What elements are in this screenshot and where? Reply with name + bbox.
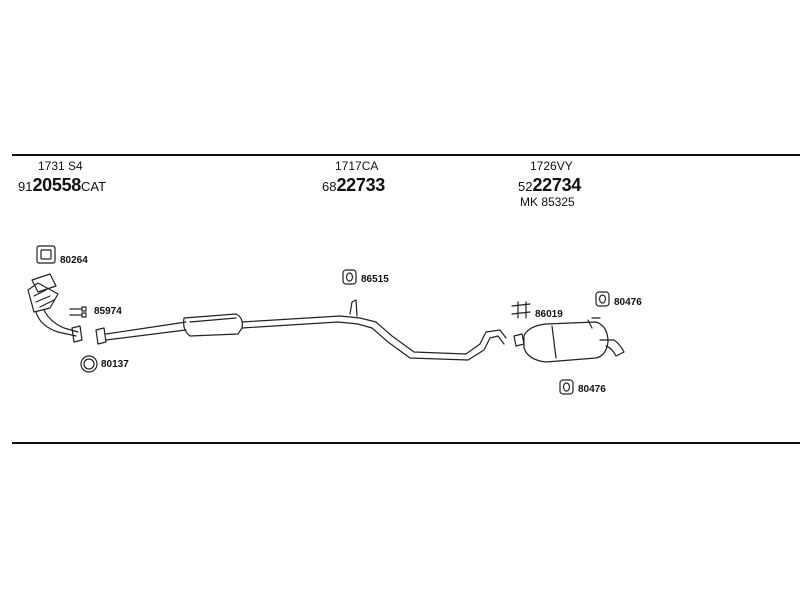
rear-silencer-icon (523, 317, 625, 363)
top-rule (12, 154, 800, 156)
group1-suffix: CAT (81, 179, 107, 194)
rubber-hanger-icon (595, 291, 610, 307)
group3-main: 22734 (532, 175, 582, 195)
bolt-icon (69, 306, 87, 318)
group3-prefix: 52 (518, 179, 533, 194)
group3-main-code: 5222734 (518, 176, 581, 195)
group2-main: 22733 (336, 175, 386, 195)
group2-main-code: 6822733 (322, 176, 385, 195)
middle-silencer-icon (183, 313, 243, 337)
part-number-label: 80137 (101, 359, 129, 370)
group1-sub-code: 1731 S4 (38, 159, 83, 173)
part-number-label: 80476 (614, 297, 642, 308)
group2-sub-code: 1717CA (335, 159, 379, 173)
group3-sub-code: 1726VY (530, 159, 573, 173)
group2-prefix: 68 (322, 179, 337, 194)
part-number-label: 85974 (94, 306, 122, 317)
rubber-hanger-icon (342, 269, 357, 285)
group3-extra-code: MK 85325 (520, 195, 575, 209)
pipe-clamp-icon (95, 327, 107, 345)
front-pipe-icon (105, 321, 187, 341)
group1-main-code: 9120558CAT (18, 176, 106, 195)
part-number-label: 86515 (361, 274, 389, 285)
bottom-rule (12, 442, 800, 444)
rubber-hanger-icon (559, 379, 574, 395)
part-number-label: 80264 (60, 255, 88, 266)
group1-main: 20558 (32, 175, 82, 195)
ring-gasket-icon (80, 355, 98, 373)
part-number-label: 86019 (535, 309, 563, 320)
part-number-label: 80476 (578, 384, 606, 395)
intermediate-pipe-icon (241, 299, 507, 361)
pipe-clamp-icon (511, 301, 531, 347)
catalytic-converter-icon (27, 273, 83, 343)
group1-prefix: 91 (18, 179, 33, 194)
square-gasket-icon (36, 245, 56, 264)
